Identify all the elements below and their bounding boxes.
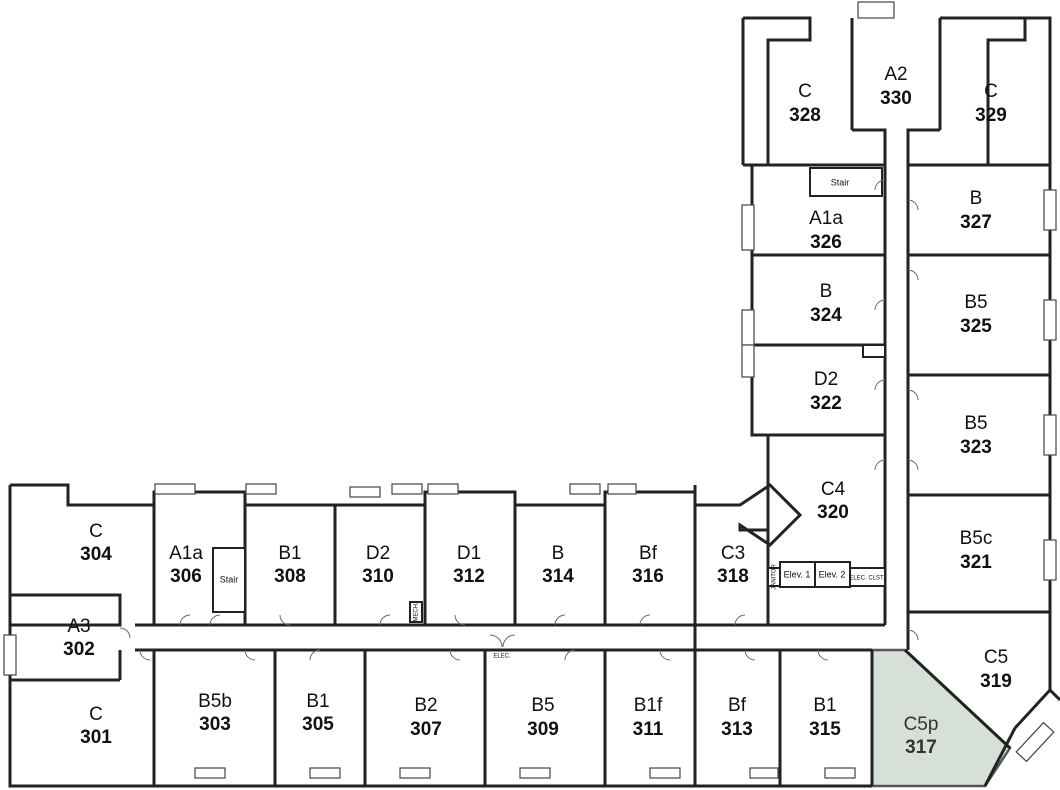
unit-number-label: 311 (633, 719, 664, 740)
unit-number-label: 319 (980, 671, 1012, 692)
unit-number-label: 323 (960, 437, 992, 458)
unit-type-label: D1 (457, 543, 481, 564)
unit-number-label: 318 (717, 566, 749, 587)
unit-type-label: B5b (198, 691, 232, 712)
unit-number-label: 326 (810, 232, 842, 253)
unit-type-label: B5 (964, 292, 987, 313)
elevator-1-label: Elev. 1 (784, 569, 811, 579)
unit-number-label: 309 (527, 719, 559, 740)
unit-number-label: 308 (274, 566, 306, 587)
unit-number-label: 314 (542, 566, 574, 587)
unit-number-label: 313 (721, 719, 753, 740)
unit-type-label: B (970, 188, 983, 209)
unit-number-label: 330 (880, 88, 912, 109)
unit-type-label: A1a (809, 208, 843, 229)
unit-type-label: B1 (278, 543, 301, 564)
unit-type-label: B1 (306, 691, 329, 712)
unit-number-label: 306 (170, 566, 202, 587)
unit-type-label: C4 (821, 479, 846, 500)
unit-type-label: B5c (960, 528, 993, 549)
unit-number-label: 310 (362, 566, 394, 587)
janitor-label: JANITOR (772, 564, 778, 590)
elec-closet (849, 567, 886, 587)
unit-type-label: Bf (728, 695, 747, 716)
unit-type-label: B (820, 281, 833, 302)
stair-north-label: Stair (831, 177, 850, 187)
unit-type-label: B5 (964, 413, 987, 434)
unit-type-label: B1 (813, 695, 836, 716)
mech-closet (409, 601, 423, 623)
unit-number-label: 303 (199, 714, 231, 735)
stair-west (212, 547, 246, 613)
stair-west-label: Stair (220, 574, 239, 584)
interior-walls (10, 18, 1050, 787)
unit-type-label: Bf (639, 543, 658, 564)
unit-type-label: D2 (814, 369, 838, 390)
unit-number-label: 316 (632, 566, 664, 587)
unit-number-label: 327 (960, 212, 992, 233)
unit-type-label: D2 (366, 543, 390, 564)
unit-number-label: 320 (817, 502, 849, 523)
elec-corridor-label: ELEC. (493, 654, 511, 660)
elec-closet-label: ELEC. CLST. (849, 576, 885, 582)
unit-type-label: C (798, 81, 812, 102)
doors (119, 179, 919, 661)
unit-number-label: 307 (410, 719, 442, 740)
unit-type-label: C3 (721, 543, 745, 564)
unit-number-label: 302 (63, 639, 95, 660)
unit-number-label: 324 (810, 305, 842, 326)
unit-type-label: B1f (634, 695, 663, 716)
unit-number-label: 305 (302, 714, 334, 735)
unit-labels: C 304 A1a 306 B1 308 D2 310 D1 312 B 314… (63, 64, 1012, 758)
unit-number-label: 328 (789, 105, 821, 126)
unit-number-label: 321 (960, 552, 992, 573)
mech-label: MECH. (414, 602, 420, 622)
unit-type-label: C5 (984, 647, 1008, 668)
small-closet (862, 344, 886, 358)
unit-type-label: B2 (414, 695, 437, 716)
janitor-closet (767, 567, 781, 587)
unit-number-label: 329 (975, 105, 1007, 126)
unit-number-label: 304 (80, 544, 112, 565)
unit-number-label: 322 (810, 393, 842, 414)
unit-type-label: A2 (884, 64, 907, 85)
unit-number-label[interactable]: 317 (905, 737, 937, 758)
unit-number-label: 315 (809, 719, 841, 740)
unit-type-label: C (984, 81, 998, 102)
unit-type-label: B5 (531, 695, 554, 716)
unit-number-label: 312 (453, 566, 485, 587)
elevator-2-label: Elev. 2 (819, 569, 846, 579)
windows (3, 1, 1057, 779)
unit-type-label: A3 (67, 616, 90, 637)
unit-type-label: C (89, 521, 103, 542)
unit-type-label[interactable]: C5p (904, 714, 939, 735)
unit-type-label: A1a (169, 543, 203, 564)
unit-number-label: 301 (80, 727, 112, 748)
unit-type-label: C (89, 704, 103, 725)
unit-number-label: 325 (960, 316, 992, 337)
unit-type-label: B (552, 543, 565, 564)
stair-north (809, 167, 883, 197)
